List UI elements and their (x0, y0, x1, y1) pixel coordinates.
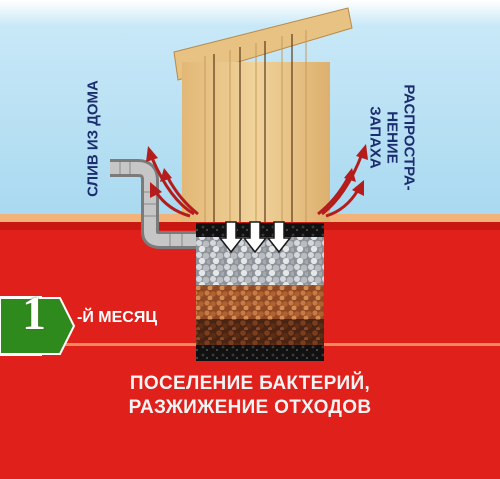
drain-pipe (110, 159, 200, 249)
drain-label: СЛИВ ИЗ ДОМА (84, 80, 102, 197)
flow-arrows (218, 221, 292, 254)
house-planks (204, 30, 307, 222)
smell-label-line-2: НЕНИЕ (383, 111, 401, 164)
month-number: 1 (22, 287, 46, 340)
month-badge (0, 296, 76, 356)
smell-label-line-1: РАСПРОСТРА- (400, 84, 418, 191)
caption-line-1: ПОСЕЛЕНИЕ БАКТЕРИЙ, (129, 373, 371, 394)
smell-arrowheads-left (146, 146, 172, 198)
caption-line-2: РАЗЖИЖЕНИЕ ОТХОДОВ (128, 397, 372, 418)
smell-label-line-3: ЗАПАХА (366, 106, 384, 169)
house-dark-seams (213, 34, 293, 222)
smell-arrowheads-right (344, 144, 368, 196)
septic-pit (196, 223, 324, 361)
smell-arrows-left (150, 157, 199, 218)
month-label: -Й МЕСЯЦ (77, 309, 158, 326)
caption: ПОСЕЛЕНИЕ БАКТЕРИЙ, РАЗЖИЖЕНИЕ ОТХОДОВ (0, 372, 500, 420)
smell-arrows-right (317, 153, 364, 218)
smell-label: РАСПРОСТРА- НЕНИЕ ЗАПАХА (367, 68, 418, 208)
